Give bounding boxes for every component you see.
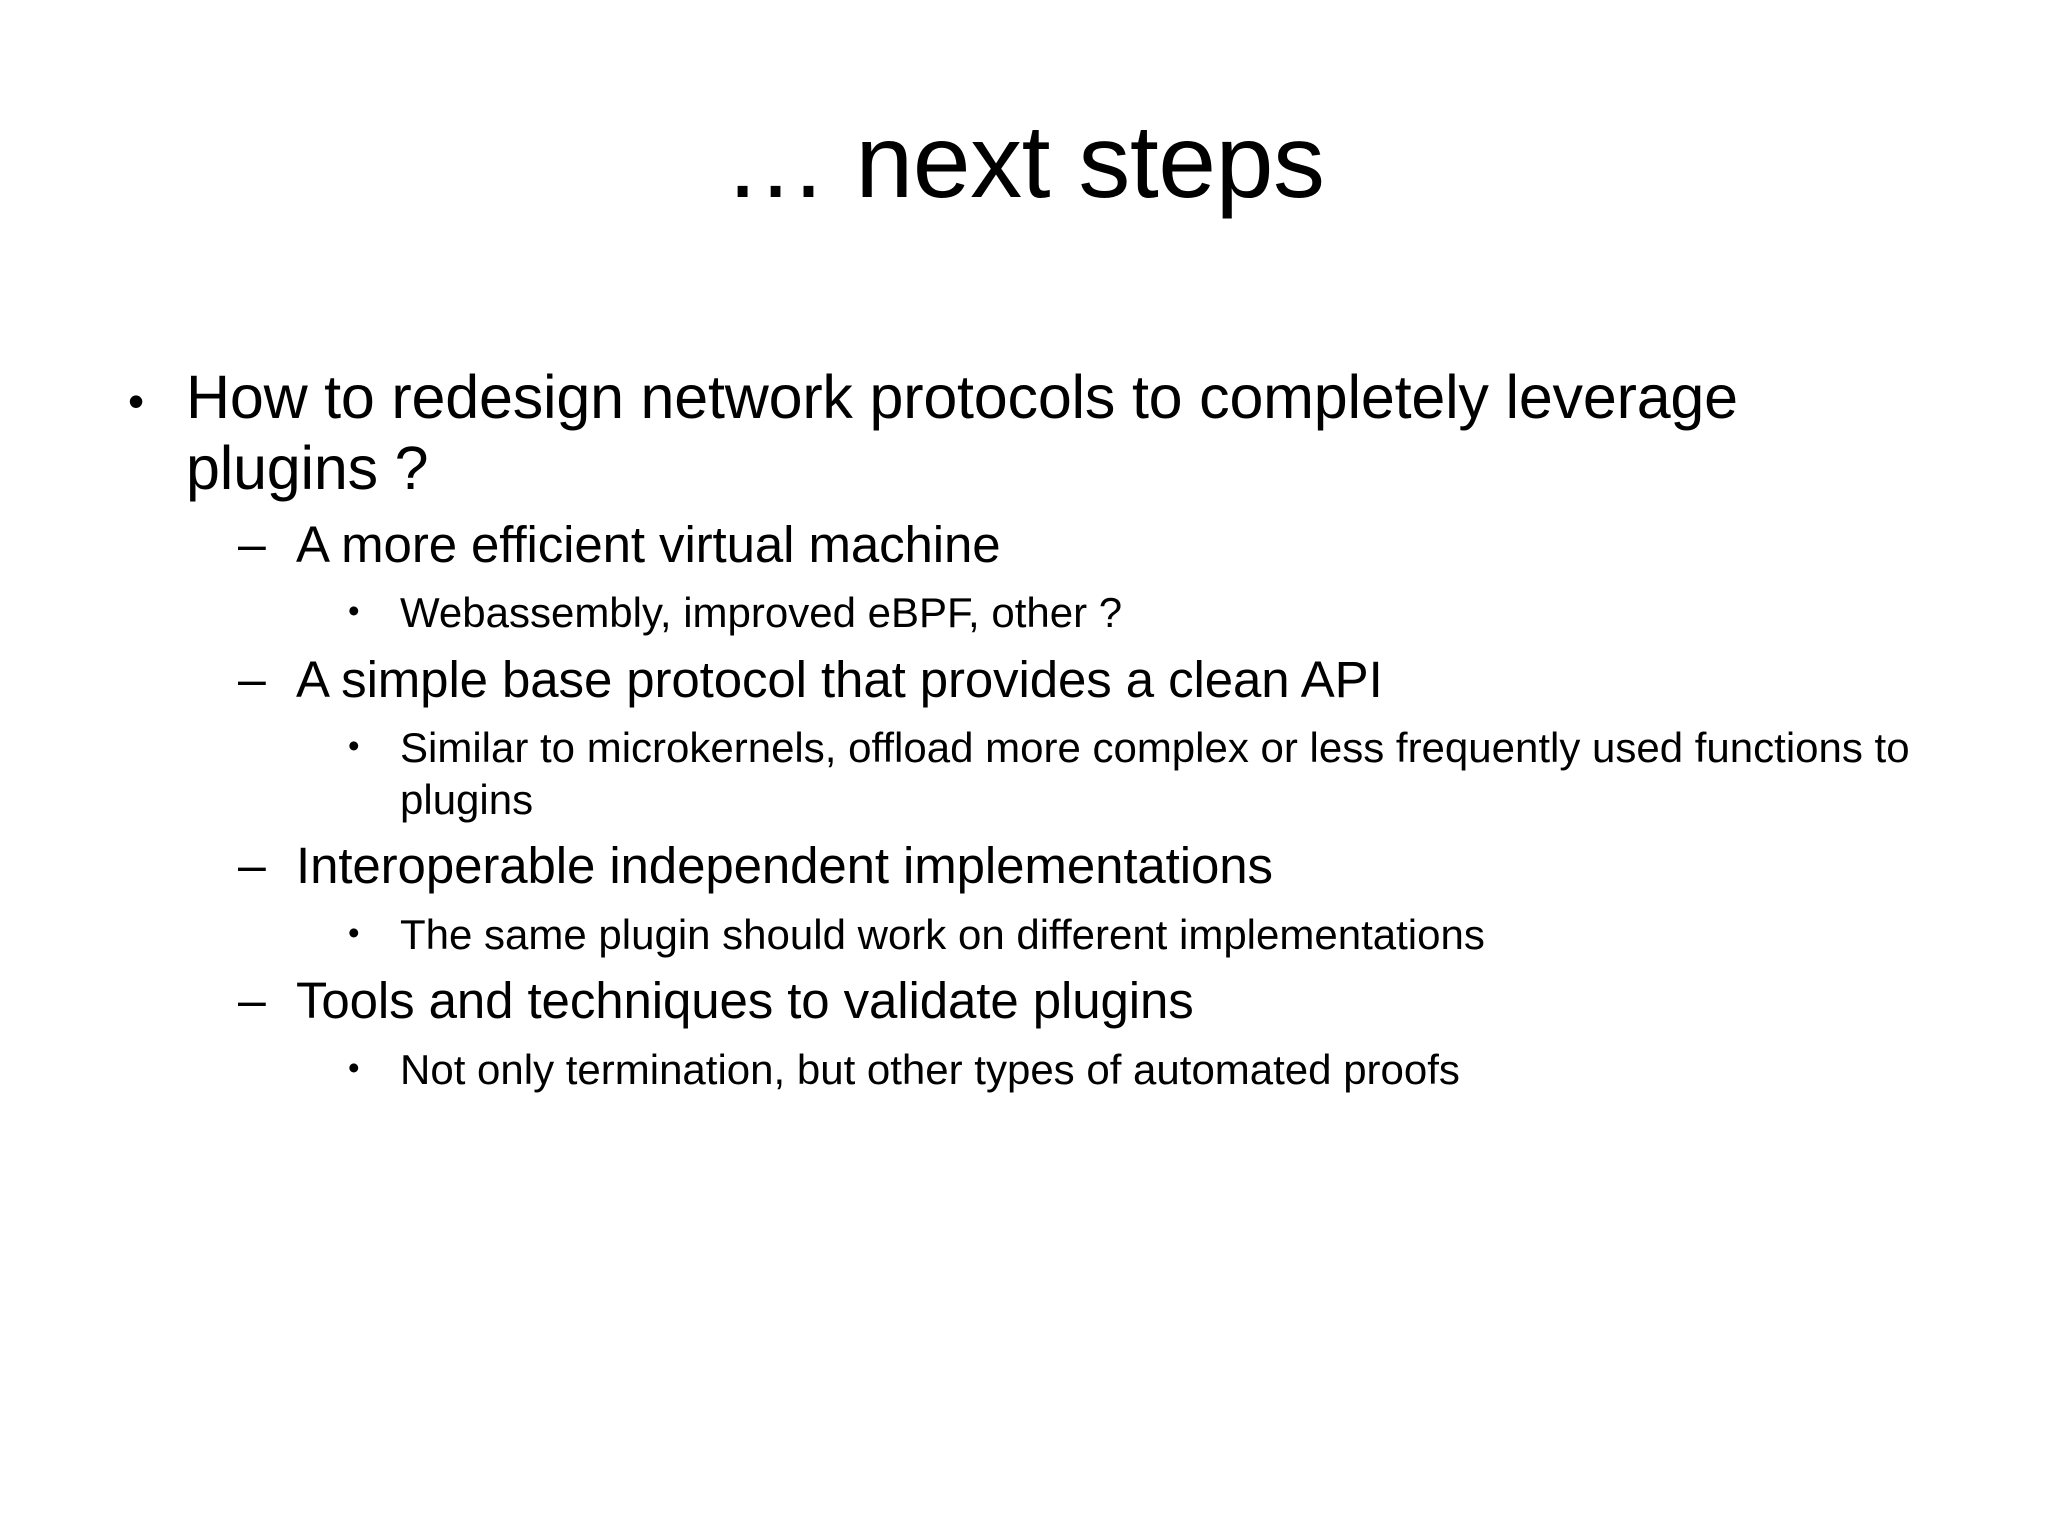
- bullet-text: The same plugin should work on different…: [400, 910, 1485, 958]
- bullet-item-level2: – Tools and techniques to validate plugi…: [108, 970, 1968, 1031]
- bullet-text: How to redesign network protocols to com…: [186, 363, 1738, 503]
- bullet-item-level3: • Similar to microkernels, offload more …: [108, 722, 1968, 825]
- bullet-text: Webassembly, improved eBPF, other ?: [400, 589, 1123, 637]
- bullet-text: A simple base protocol that provides a c…: [296, 650, 1383, 708]
- slide-title: … next steps: [723, 104, 1325, 220]
- bullet-item-level3: • The same plugin should work on differe…: [108, 909, 1968, 961]
- slide-body-content: • How to redesign network protocols to c…: [108, 362, 1968, 1095]
- bullet-marker-dash-icon: –: [238, 972, 266, 1029]
- bullet-item-level2: – Interoperable independent implementati…: [108, 835, 1968, 896]
- bullet-text: Not only termination, but other types of…: [400, 1045, 1460, 1093]
- bullet-item-level3: • Not only termination, but other types …: [108, 1044, 1968, 1096]
- bullet-item-level3: • Webassembly, improved eBPF, other ?: [108, 587, 1968, 639]
- bullet-text: Similar to microkernels, offload more co…: [400, 724, 1910, 823]
- bullet-marker-dot-icon: •: [128, 375, 145, 427]
- bullet-marker-dot-icon: •: [348, 1048, 360, 1086]
- bullet-marker-dash-icon: –: [238, 516, 266, 573]
- bullet-marker-dot-icon: •: [348, 913, 360, 951]
- bullet-marker-dot-icon: •: [348, 592, 360, 630]
- bullet-item-level2: – A simple base protocol that provides a…: [108, 649, 1968, 710]
- bullet-marker-dot-icon: •: [348, 727, 360, 765]
- bullet-text: Tools and techniques to validate plugins: [296, 972, 1194, 1030]
- bullet-text: A more efficient virtual machine: [296, 516, 1001, 574]
- bullet-marker-dash-icon: –: [238, 650, 266, 707]
- bullet-item-level1: • How to redesign network protocols to c…: [108, 362, 1968, 504]
- bullet-marker-dash-icon: –: [238, 837, 266, 894]
- bullet-item-level2: – A more efficient virtual machine: [108, 514, 1968, 575]
- bullet-text: Interoperable independent implementation…: [296, 837, 1273, 895]
